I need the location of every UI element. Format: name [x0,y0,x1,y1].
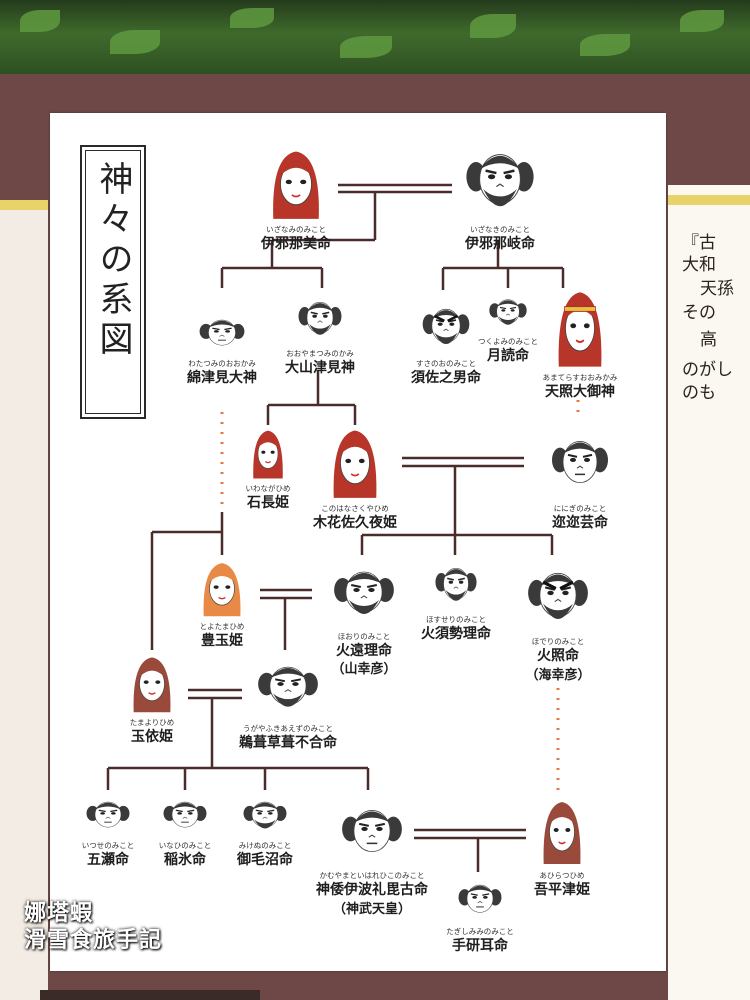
watermark-line-2: 滑雪食旅手記 [24,928,163,953]
name-ugaya: 鵜葺草葺不合命 [239,735,337,751]
side-text: 天孫 [700,279,734,299]
ruby-ahira: あひらつひめ [539,871,585,880]
ruby-tsukuyomi: つくよみのみこと [478,337,538,346]
leaf [580,34,630,56]
goddess-face-brown-icon [537,796,587,870]
god-face-icon [198,310,246,358]
name-hosuseri: 火須勢理命 [421,626,491,642]
name-oyamatsumi: 大山津見神 [285,360,355,376]
name-susanoo: 須佐之男命 [411,370,481,386]
ruby-izanami: いざなみのみこと [266,225,326,234]
side-text: 大和 [682,255,716,275]
bearded-god-face-icon [332,556,396,630]
panel-accent-right [668,195,750,205]
name-izanagi: 伊邪那岐命 [465,236,535,252]
leaf [110,30,160,54]
ruby-konohana: このはなさくやひめ [321,504,389,513]
name-izanami: 伊邪那美命 [261,236,331,252]
name-ahira: 吾平津姫 [534,882,590,898]
ruby-toyotama: とよたまひめ [199,622,245,631]
ruby-tamayori: たまよりひめ [129,718,175,727]
bearded-god-face-icon [256,652,320,722]
alias-hoori: （山幸彦） [331,662,397,677]
ruby-ninigi: ににぎのみこと [553,504,607,513]
ruby-tagishi: たぎしみみのみこと [446,927,514,936]
goddess-face-brown-icon [127,652,177,718]
name-ninigi: 迩迩芸命 [552,515,608,531]
goddess-face-red-icon [326,424,384,504]
name-konohana: 木花佐久夜姫 [313,515,397,531]
ruby-watatsumi: わたつみのおおかみ [188,359,256,368]
goddess-face-red-icon [265,145,327,225]
bottom-bar [40,990,260,1000]
ruby-inahi: いなひのみこと [158,841,212,850]
bearded-god-face-icon [434,556,478,614]
leaf [20,10,60,32]
side-text: のがし [682,360,733,380]
title-box: 神々の系図 [80,145,146,419]
panel-accent-left [0,200,48,210]
name-hoori: 火遠理命 [336,643,392,659]
hedge-foliage [0,0,750,74]
ruby-jimmu: かむやまといはれひこのみこと [319,871,425,880]
side-text: 『古 [682,233,716,253]
alias-hoderi: （海幸彦） [525,668,591,683]
name-jimmu: 神倭伊波礼毘古命 [316,882,428,898]
bearded-god-face-icon [242,792,288,840]
fierce-god-face-icon [421,296,471,358]
adjacent-panel-left [0,200,48,1000]
name-tamayori: 玉依姫 [131,729,173,745]
name-watatsumi: 綿津見大神 [187,370,257,386]
name-inahi: 稲氷命 [164,852,206,868]
god-face-icon [162,792,208,840]
fierce-god-face-icon [526,556,590,636]
ruby-ugaya: うがやふきあえずのみこと [243,724,333,733]
watermark-line-1: 娜塔蝦 [24,901,94,926]
sun-goddess-face-icon [551,285,609,373]
god-face-icon [85,792,131,840]
bearded-god-face-icon [488,290,528,336]
side-text: 高 [700,330,717,350]
ruby-hoderi: ほでりのみこと [531,637,585,646]
name-toyotama: 豊玉姫 [201,633,243,649]
side-text: その [682,303,716,323]
ruby-susanoo: すさのおのみこと [416,359,476,368]
name-iwanaga: 石長姫 [247,495,289,511]
name-tsukuyomi: 月読命 [487,348,529,364]
leaf [340,36,392,58]
goddess-face-red-icon [248,426,288,484]
name-itsuse: 五瀬命 [87,852,129,868]
name-tagishi: 手研耳命 [452,938,508,954]
name-mikenu: 御毛沼命 [237,852,293,868]
ruby-itsuse: いつせのみこと [81,841,135,850]
leaf [470,14,516,38]
ruby-hosuseri: ほすせりのみこと [426,615,486,624]
goddess-face-orange-icon [197,558,247,622]
god-face-icon [550,425,610,501]
ruby-iwanaga: いわながひめ [245,484,291,493]
ruby-mikenu: みけぬのみこと [238,841,292,850]
name-amaterasu: 天照大御神 [545,384,615,400]
ruby-hoori: ほおりのみこと [337,632,391,641]
ruby-amaterasu: あまてらすおおみかみ [542,373,618,382]
god-face-icon [340,794,404,870]
name-hoderi: 火照命 [537,648,579,664]
side-text: のも [682,383,716,403]
leaf [230,8,274,28]
alias-jimmu: （神武天皇） [332,902,412,917]
adjacent-panel-right [668,185,750,1000]
bearded-god-face-icon [297,290,343,348]
god-face-icon [457,874,503,926]
bearded-god-face-icon [464,135,536,225]
ruby-izanagi: いざなきのみこと [470,225,530,234]
ruby-oyamatsumi: おおやまつみのかみ [286,349,354,358]
leaf [680,10,724,32]
